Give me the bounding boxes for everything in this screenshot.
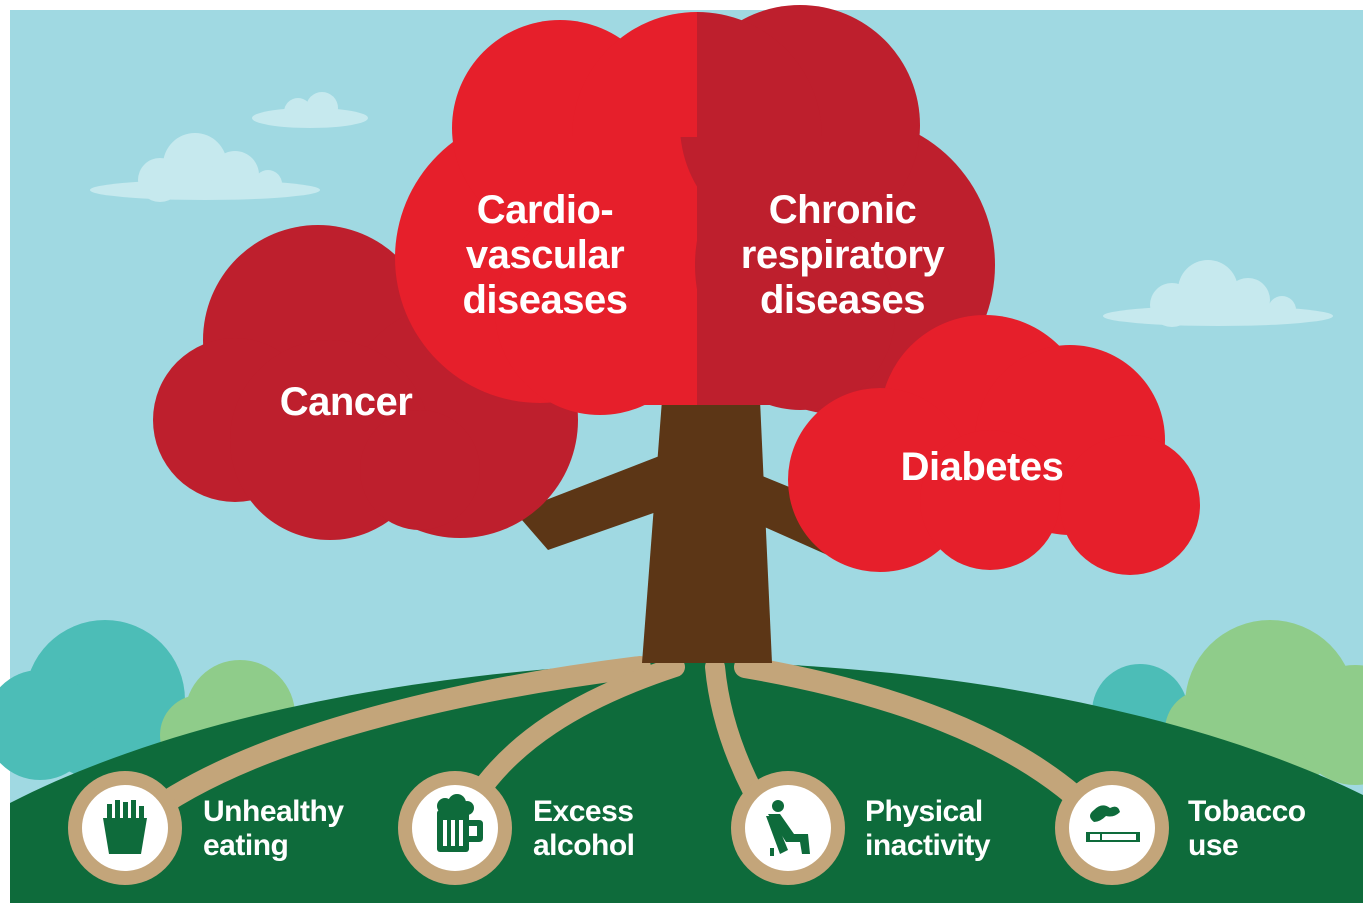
label-line: diseases	[462, 277, 628, 322]
risk-label-line: alcohol	[533, 828, 635, 862]
label-line: Cancer	[279, 380, 413, 424]
risk-badge-excess-alcohol	[398, 771, 512, 885]
risk-label-unhealthy-eating: Unhealthy eating	[203, 795, 344, 863]
risk-badge-tobacco-use	[1055, 771, 1169, 885]
label-line: respiratory	[740, 232, 945, 277]
label-line: Cardio-	[476, 188, 614, 232]
risk-label-line: Excess	[533, 795, 634, 828]
risk-label-line: Tobacco	[1188, 795, 1306, 828]
reclining-chair-icon	[766, 800, 810, 856]
risk-label-line: use	[1188, 828, 1239, 862]
risk-label-line: eating	[203, 828, 289, 862]
fries-icon	[103, 800, 147, 854]
canopy-top-left	[572, 12, 697, 137]
beer-mug-icon	[437, 794, 483, 852]
label-line: Chronic	[768, 188, 917, 232]
label-cardiovascular-diseases: Cardio- vascular diseases	[420, 188, 670, 322]
risk-badge-unhealthy-eating	[68, 771, 182, 885]
risk-label-line: inactivity	[865, 828, 991, 862]
canopy-diabetes	[788, 315, 1200, 575]
canopy-cancer	[153, 225, 578, 540]
label-chronic-respiratory-diseases: Chronic respiratory diseases	[715, 188, 970, 322]
label-cancer: Cancer	[246, 380, 446, 425]
cloud-left	[90, 133, 320, 202]
risk-label-excess-alcohol: Excess alcohol	[533, 795, 635, 863]
risk-label-line: Unhealthy	[203, 795, 344, 828]
cloud-right	[1103, 260, 1333, 327]
cloud-top	[252, 92, 368, 128]
risk-label-tobacco-use: Tobacco use	[1188, 795, 1306, 863]
risk-badge-physical-inactivity	[731, 771, 845, 885]
label-line: diseases	[759, 277, 926, 322]
risk-label-line: Physical	[865, 795, 983, 828]
canopy-top-right	[697, 12, 822, 137]
label-diabetes: Diabetes	[872, 445, 1092, 490]
canopy-cardio	[395, 20, 705, 415]
risk-label-physical-inactivity: Physical inactivity	[865, 795, 991, 863]
roots	[129, 656, 1111, 840]
cigarette-icon	[1086, 805, 1140, 842]
label-line: Diabetes	[900, 445, 1064, 489]
label-line: vascular	[465, 232, 625, 277]
